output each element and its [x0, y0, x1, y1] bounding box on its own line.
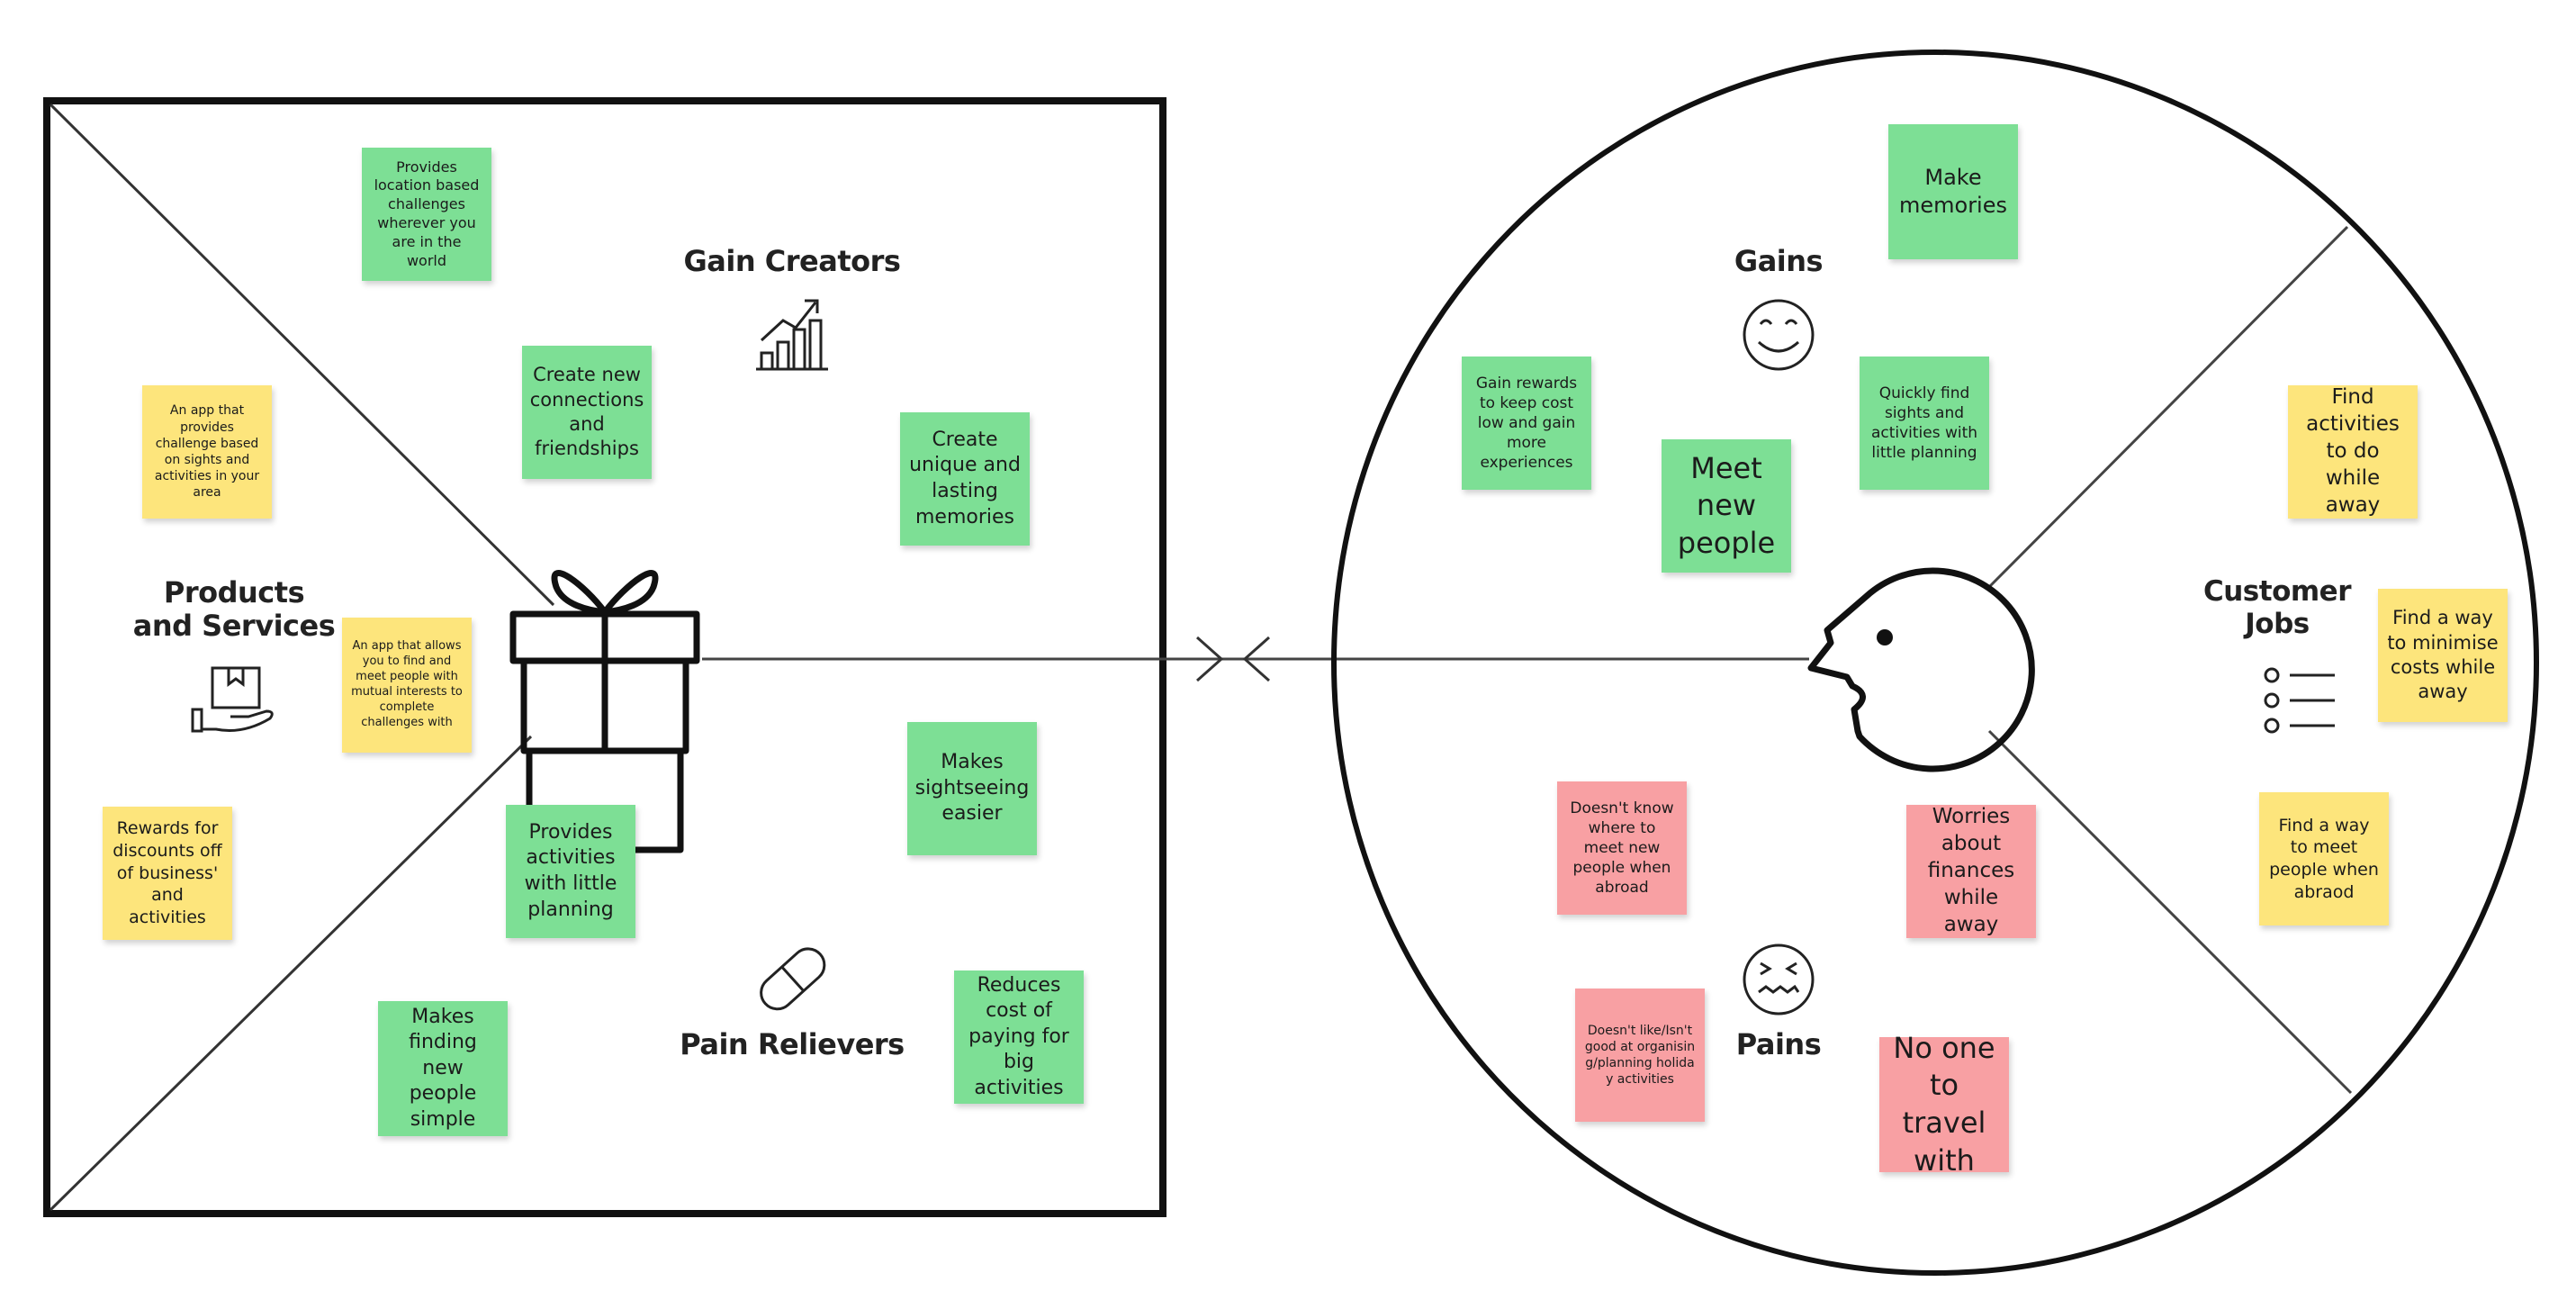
sticky-note-customer-job[interactable]: Find activities to do while away — [2288, 385, 2418, 519]
sticky-note-gain[interactable]: Gain rewards to keep cost low and gain m… — [1462, 357, 1591, 490]
products-services-title: Products and Services — [126, 576, 342, 643]
sticky-note-product[interactable]: Rewards for discounts off of business' a… — [103, 807, 232, 940]
sticky-note-gain[interactable]: Make memories — [1888, 124, 2018, 259]
sticky-note-pain[interactable]: Doesn't know where to meet new people wh… — [1557, 781, 1687, 915]
sticky-note-gain-creator[interactable]: Provides location based challenges where… — [362, 148, 491, 281]
sticky-note-pain-reliever[interactable]: Reduces cost of paying for big activitie… — [954, 971, 1084, 1104]
pain-relievers-title: Pain Relievers — [680, 1027, 905, 1061]
customer-head-icon — [1807, 567, 2035, 772]
sticky-note-product[interactable]: An app that provides challenge based on … — [142, 385, 272, 519]
products-services-title-line1: Products — [163, 575, 305, 609]
sticky-note-pain-reliever[interactable]: Makes sightseeing easier — [907, 722, 1037, 855]
value-map-divider-lower — [49, 735, 533, 1212]
sticky-note-customer-job[interactable]: Find a way to meet people when abraod — [2259, 792, 2389, 925]
sticky-note-pain[interactable]: Worries about finances while away — [1906, 805, 2036, 938]
pains-title: Pains — [1735, 1027, 1822, 1061]
sticky-note-pain[interactable]: No one to travel with — [1879, 1031, 2009, 1178]
value-map-divider-upper — [49, 103, 555, 607]
products-services-title-line2: and Services — [132, 608, 336, 643]
sticky-note-gain-creator[interactable]: Create new connections and friendships — [522, 346, 652, 479]
gain-creators-title: Gain Creators — [683, 244, 901, 278]
sticky-note-pain-reliever[interactable]: Provides activities with little planning — [506, 805, 635, 938]
customer-jobs-title: Customer Jobs — [2196, 575, 2358, 640]
sticky-note-pain[interactable]: Doesn't like/Isn't good at organising/pl… — [1575, 989, 1705, 1122]
sticky-note-gain[interactable]: Quickly find sights and activities with … — [1860, 357, 1989, 490]
customer-jobs-title-line2: Jobs — [2245, 607, 2310, 640]
hand-box-icon — [191, 666, 274, 733]
customer-profile-circle — [1331, 50, 2539, 1276]
sticky-note-gain[interactable]: Meet new people — [1662, 439, 1791, 573]
growth-chart-icon — [756, 299, 828, 371]
customer-jobs-title-line1: Customer — [2202, 575, 2352, 608]
arrow-right-icon — [1196, 636, 1224, 682]
sticky-note-pain-reliever[interactable]: Makes finding new people simple — [378, 1001, 508, 1136]
checklist-icon — [2264, 667, 2335, 734]
sticky-note-customer-job[interactable]: Find a way to minimise costs while away — [2378, 589, 2508, 722]
smiley-icon — [1743, 299, 1815, 371]
sticky-note-gain-creator[interactable]: Create unique and lasting memories — [900, 412, 1030, 546]
value-map-square — [43, 97, 1166, 1217]
gains-title: Gains — [1734, 244, 1824, 278]
sticky-note-product[interactable]: An app that allows you to find and meet … — [342, 618, 472, 753]
customer-profile-divider-upper — [1987, 225, 2349, 589]
pill-icon — [760, 947, 826, 1011]
upset-face-icon — [1743, 943, 1815, 1016]
arrow-left-icon — [1242, 636, 1270, 682]
customer-profile-divider-lower — [1987, 729, 2353, 1095]
